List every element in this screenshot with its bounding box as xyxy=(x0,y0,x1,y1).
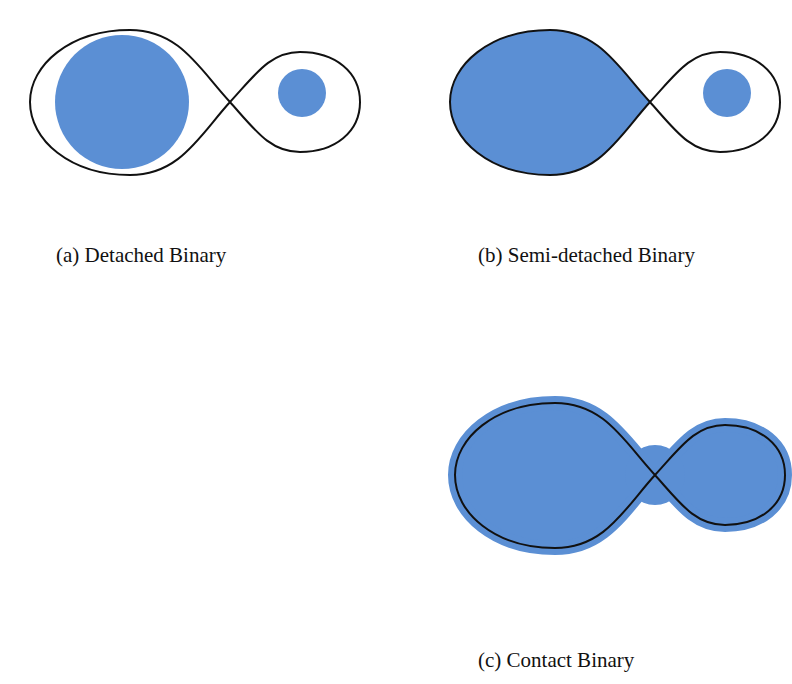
detached-binary xyxy=(30,30,360,175)
caption-label: (c) Contact Binary xyxy=(478,648,634,673)
contact-binary xyxy=(455,403,785,548)
semi-detached-binary xyxy=(450,30,780,175)
caption-label: (b) Semi-detached Binary xyxy=(478,243,695,268)
caption-label: (a) Detached Binary xyxy=(56,243,226,268)
